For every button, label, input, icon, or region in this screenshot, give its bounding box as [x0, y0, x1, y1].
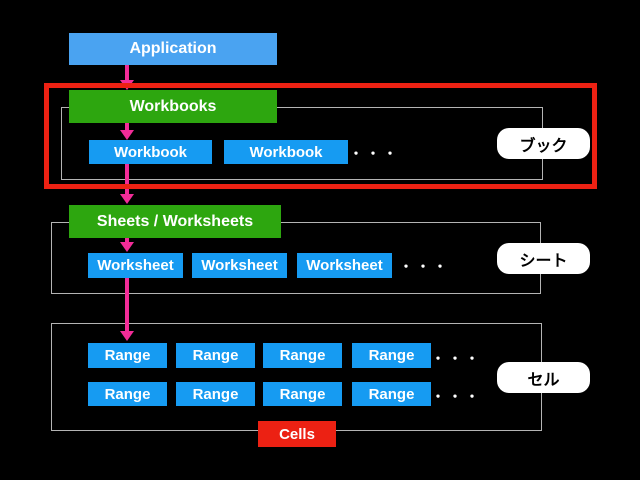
- flow-arrow-sheets-worksheet-head: [120, 242, 134, 252]
- range-ellipsis-row1: ・・・: [431, 350, 483, 366]
- range-box: Range: [352, 343, 431, 368]
- worksheet-box: Worksheet: [192, 253, 287, 278]
- worksheet-ellipsis: ・・・: [399, 258, 451, 274]
- cells-box: Cells: [258, 421, 336, 447]
- sheet-side-label: シート: [497, 243, 590, 274]
- flow-arrow-workbook-sheets-head: [120, 194, 134, 204]
- workbooks-collection-box: Workbooks: [69, 90, 277, 123]
- range-box: Range: [176, 382, 255, 406]
- workbook-box: Workbook: [224, 140, 348, 164]
- range-box: Range: [263, 343, 342, 368]
- flow-arrow-application-workbooks: [125, 65, 129, 81]
- flow-arrow-sheets-worksheet: [125, 238, 129, 243]
- flow-arrow-workbook-sheets: [125, 164, 129, 195]
- workbook-ellipsis: ・・・: [349, 145, 401, 161]
- range-box: Range: [88, 382, 167, 406]
- range-box: Range: [88, 343, 167, 368]
- flow-arrow-worksheet-range: [125, 278, 129, 332]
- range-box: Range: [263, 382, 342, 406]
- flow-arrow-worksheet-range-head: [120, 331, 134, 341]
- flow-arrow-workbooks-workbook: [125, 123, 129, 131]
- worksheet-box: Worksheet: [297, 253, 392, 278]
- sheets-worksheets-collection-box: Sheets / Worksheets: [69, 205, 281, 238]
- flow-arrow-workbooks-workbook-head: [120, 130, 134, 140]
- red-highlight-frame: [44, 83, 597, 189]
- range-box: Range: [176, 343, 255, 368]
- worksheet-box: Worksheet: [88, 253, 183, 278]
- range-ellipsis-row2: ・・・: [431, 388, 483, 404]
- range-box: Range: [352, 382, 431, 406]
- book-side-label: ブック: [497, 128, 590, 159]
- application-box: Application: [69, 33, 277, 65]
- workbook-box: Workbook: [89, 140, 212, 164]
- cell-side-label: セル: [497, 362, 590, 393]
